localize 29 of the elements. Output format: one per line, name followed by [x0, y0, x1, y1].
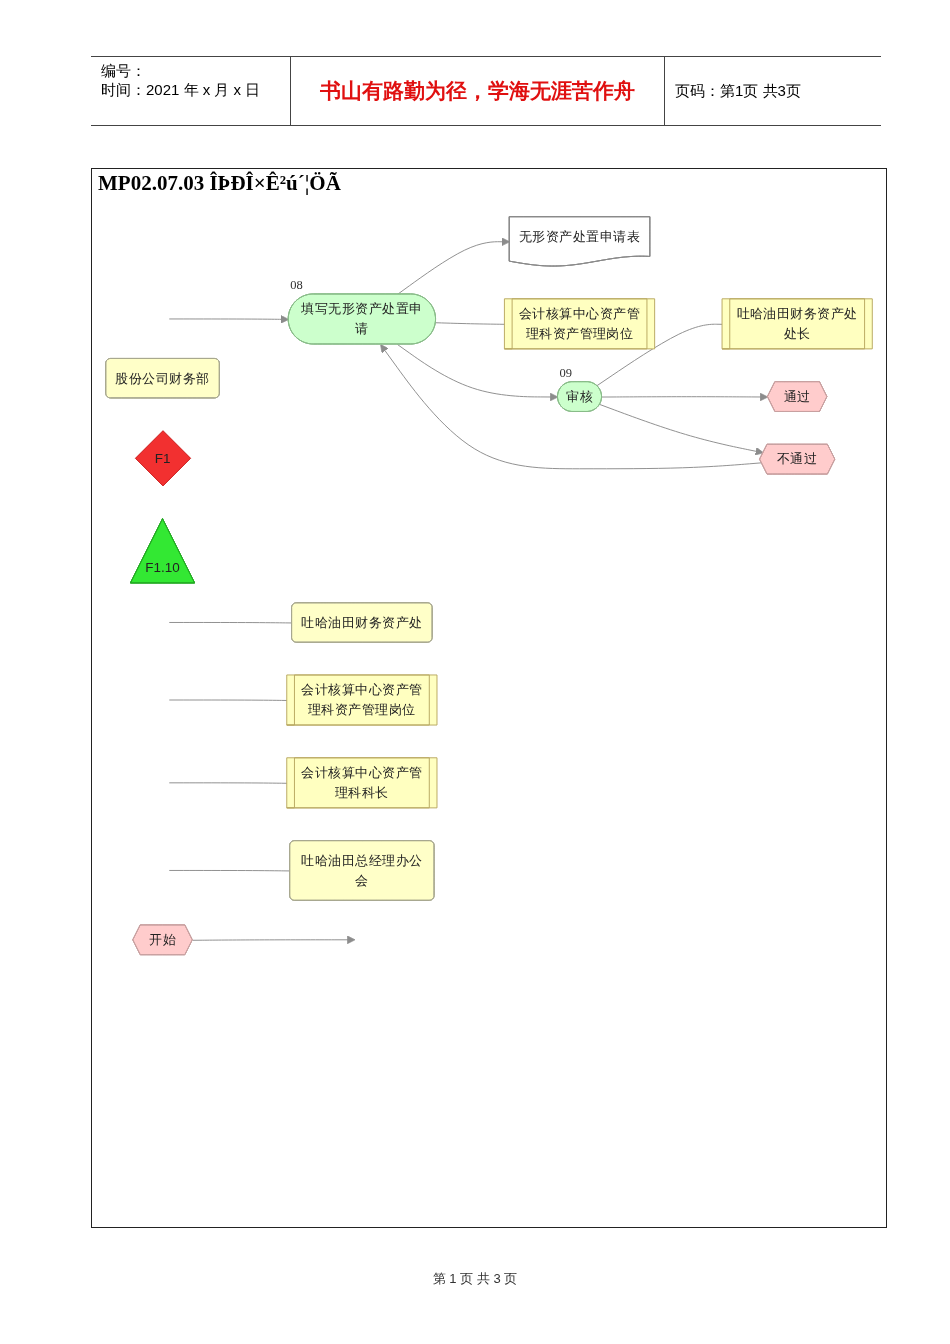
event-hexagon: 不通过: [759, 443, 836, 475]
connector-line: [435, 322, 506, 325]
header-motto: 书山有路勤为径，学海无涯苦作舟: [320, 78, 635, 104]
process-box: 审核: [557, 381, 603, 412]
organization-box: 股份公司财务部: [105, 357, 220, 399]
connector-line: [596, 323, 723, 387]
process-box: 填写无形资产处置申请: [287, 293, 437, 345]
diagram-title: MP02.07.03 ÎÞÐÎ×Ê²ú´¦ÖÃ: [98, 171, 341, 196]
document-box: 无形资产处置申请表: [508, 216, 651, 267]
position-box: 会计核算中心资产管理科科长: [286, 757, 438, 809]
connector-line: [168, 622, 293, 624]
document-number: 编号：: [101, 61, 147, 80]
event-hexagon: 通过: [766, 381, 828, 412]
page-number: 页码：第1页 共3页: [675, 81, 801, 101]
connector-line: [168, 699, 288, 701]
interface-triangle: F1.10: [129, 518, 196, 584]
footer-page-number: 第 1 页 共 3 页: [432, 1270, 518, 1288]
position-box: 会计核算中心资产管理科资产管理岗位: [286, 674, 438, 726]
document-date: 时间：2021 年 x 月 x 日: [101, 80, 262, 99]
organization-box: 吐哈油田财务资产处: [291, 602, 433, 643]
connector-line: [168, 782, 288, 784]
step-number: 09: [559, 365, 572, 380]
position-box: 会计核算中心资产管理科资产管理岗位: [503, 298, 656, 350]
event-hexagon: 开始: [132, 924, 193, 956]
organization-box: 吐哈油田总经理办公会: [289, 840, 435, 901]
step-number: 08: [290, 278, 303, 293]
interface-diamond: F1: [134, 430, 192, 487]
connector-line: [168, 870, 291, 872]
position-box: 吐哈油田财务资产处处长: [721, 298, 873, 350]
